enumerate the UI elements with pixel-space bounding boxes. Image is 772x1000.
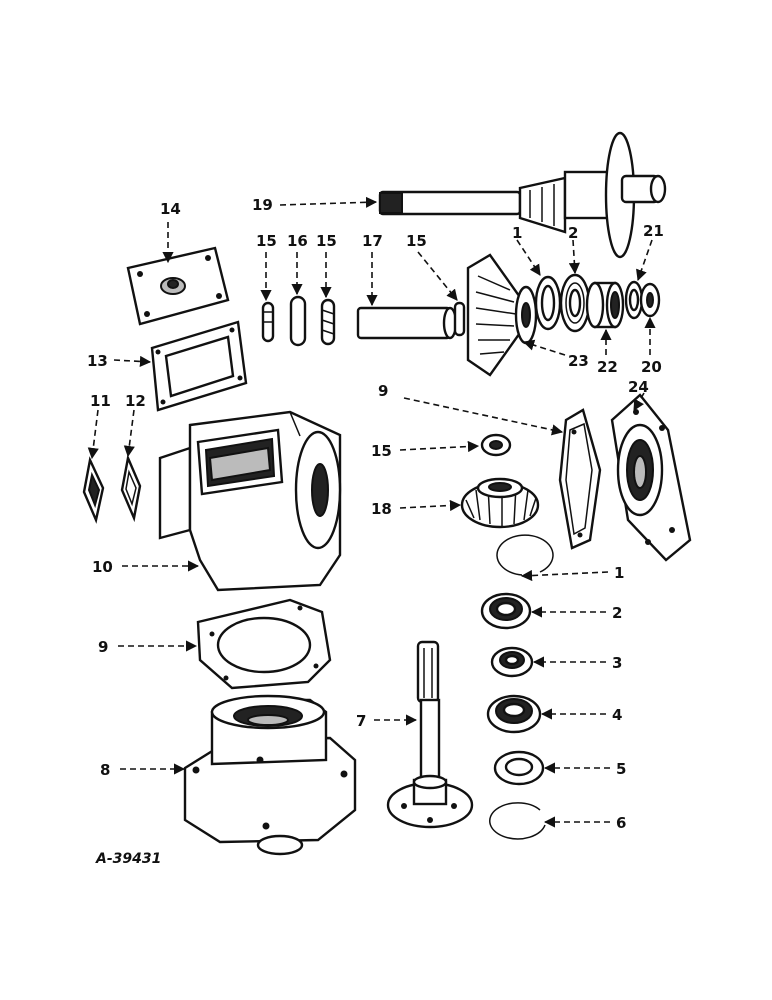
callout-17: 17 <box>362 232 383 250</box>
callout-1-upper: 1 <box>512 224 522 242</box>
part-snap-ring-upper <box>534 275 562 331</box>
part-bevel-gear-23 <box>466 253 538 377</box>
part-bushing-22 <box>585 281 625 329</box>
drawing-reference: A-39431 <box>95 851 161 867</box>
part-seal-15 <box>480 433 512 457</box>
callout-23: 23 <box>568 352 589 370</box>
callout-15-b: 15 <box>316 232 337 250</box>
callout-3: 3 <box>612 654 622 672</box>
callout-9-upper: 9 <box>378 382 388 400</box>
callout-22: 22 <box>597 358 618 376</box>
part-bearing-upper <box>559 273 591 333</box>
callout-1-lower: 1 <box>614 564 624 582</box>
callout-15-c: 15 <box>406 232 427 250</box>
part-bearing-cup-4 <box>486 694 542 734</box>
part-washer-5 <box>493 750 545 786</box>
part-gasket-12 <box>120 453 142 523</box>
part-gasket-13 <box>150 320 248 412</box>
callout-labels: 14 19 15 16 15 17 15 1 2 21 13 23 22 20 … <box>87 196 664 867</box>
callout-2-upper: 2 <box>568 224 578 242</box>
part-output-shaft-7 <box>386 640 474 829</box>
callout-16: 16 <box>287 232 308 250</box>
part-lower-housing-8 <box>183 694 357 856</box>
part-gasket-9-lower <box>196 598 332 690</box>
callout-4: 4 <box>612 706 622 724</box>
callout-20: 20 <box>641 358 662 376</box>
callout-11: 11 <box>90 392 111 410</box>
callout-15-a: 15 <box>256 232 277 250</box>
part-gasket-9-upper <box>558 408 602 550</box>
part-snap-ring-1-lower <box>496 534 554 576</box>
part-input-shaft <box>378 131 667 259</box>
part-pin-16 <box>289 295 307 347</box>
part-spring-pin-diag <box>453 301 466 337</box>
part-bevel-pinion-18 <box>460 477 540 529</box>
callout-18: 18 <box>371 500 392 518</box>
part-spring-pin-left <box>261 301 275 343</box>
callout-19: 19 <box>252 196 273 214</box>
callout-5: 5 <box>616 760 626 778</box>
callout-8: 8 <box>100 761 110 779</box>
callout-7: 7 <box>356 712 366 730</box>
callout-24: 24 <box>628 378 649 396</box>
part-gasket-11 <box>82 456 105 524</box>
callout-9-lower: 9 <box>98 638 108 656</box>
callout-14: 14 <box>160 200 181 218</box>
part-bearing-housing-24 <box>610 393 692 562</box>
part-cover-plate-14 <box>126 246 230 326</box>
callout-10: 10 <box>92 558 113 576</box>
callout-21: 21 <box>643 222 664 240</box>
leader-lines <box>87 196 656 828</box>
part-nut-20 <box>639 282 661 318</box>
part-bearing-2-lower <box>480 592 532 630</box>
part-washer-21 <box>624 280 644 320</box>
callout-15-d: 15 <box>371 442 392 460</box>
part-gear-housing-10 <box>158 410 342 592</box>
part-seal-3 <box>490 646 534 678</box>
callout-6: 6 <box>616 814 626 832</box>
callout-13: 13 <box>87 352 108 370</box>
part-snap-ring-6 <box>488 802 546 840</box>
part-tube-17 <box>356 306 458 340</box>
part-spring-pin-right <box>320 298 336 346</box>
callout-12: 12 <box>125 392 146 410</box>
callout-2-lower: 2 <box>612 604 622 622</box>
